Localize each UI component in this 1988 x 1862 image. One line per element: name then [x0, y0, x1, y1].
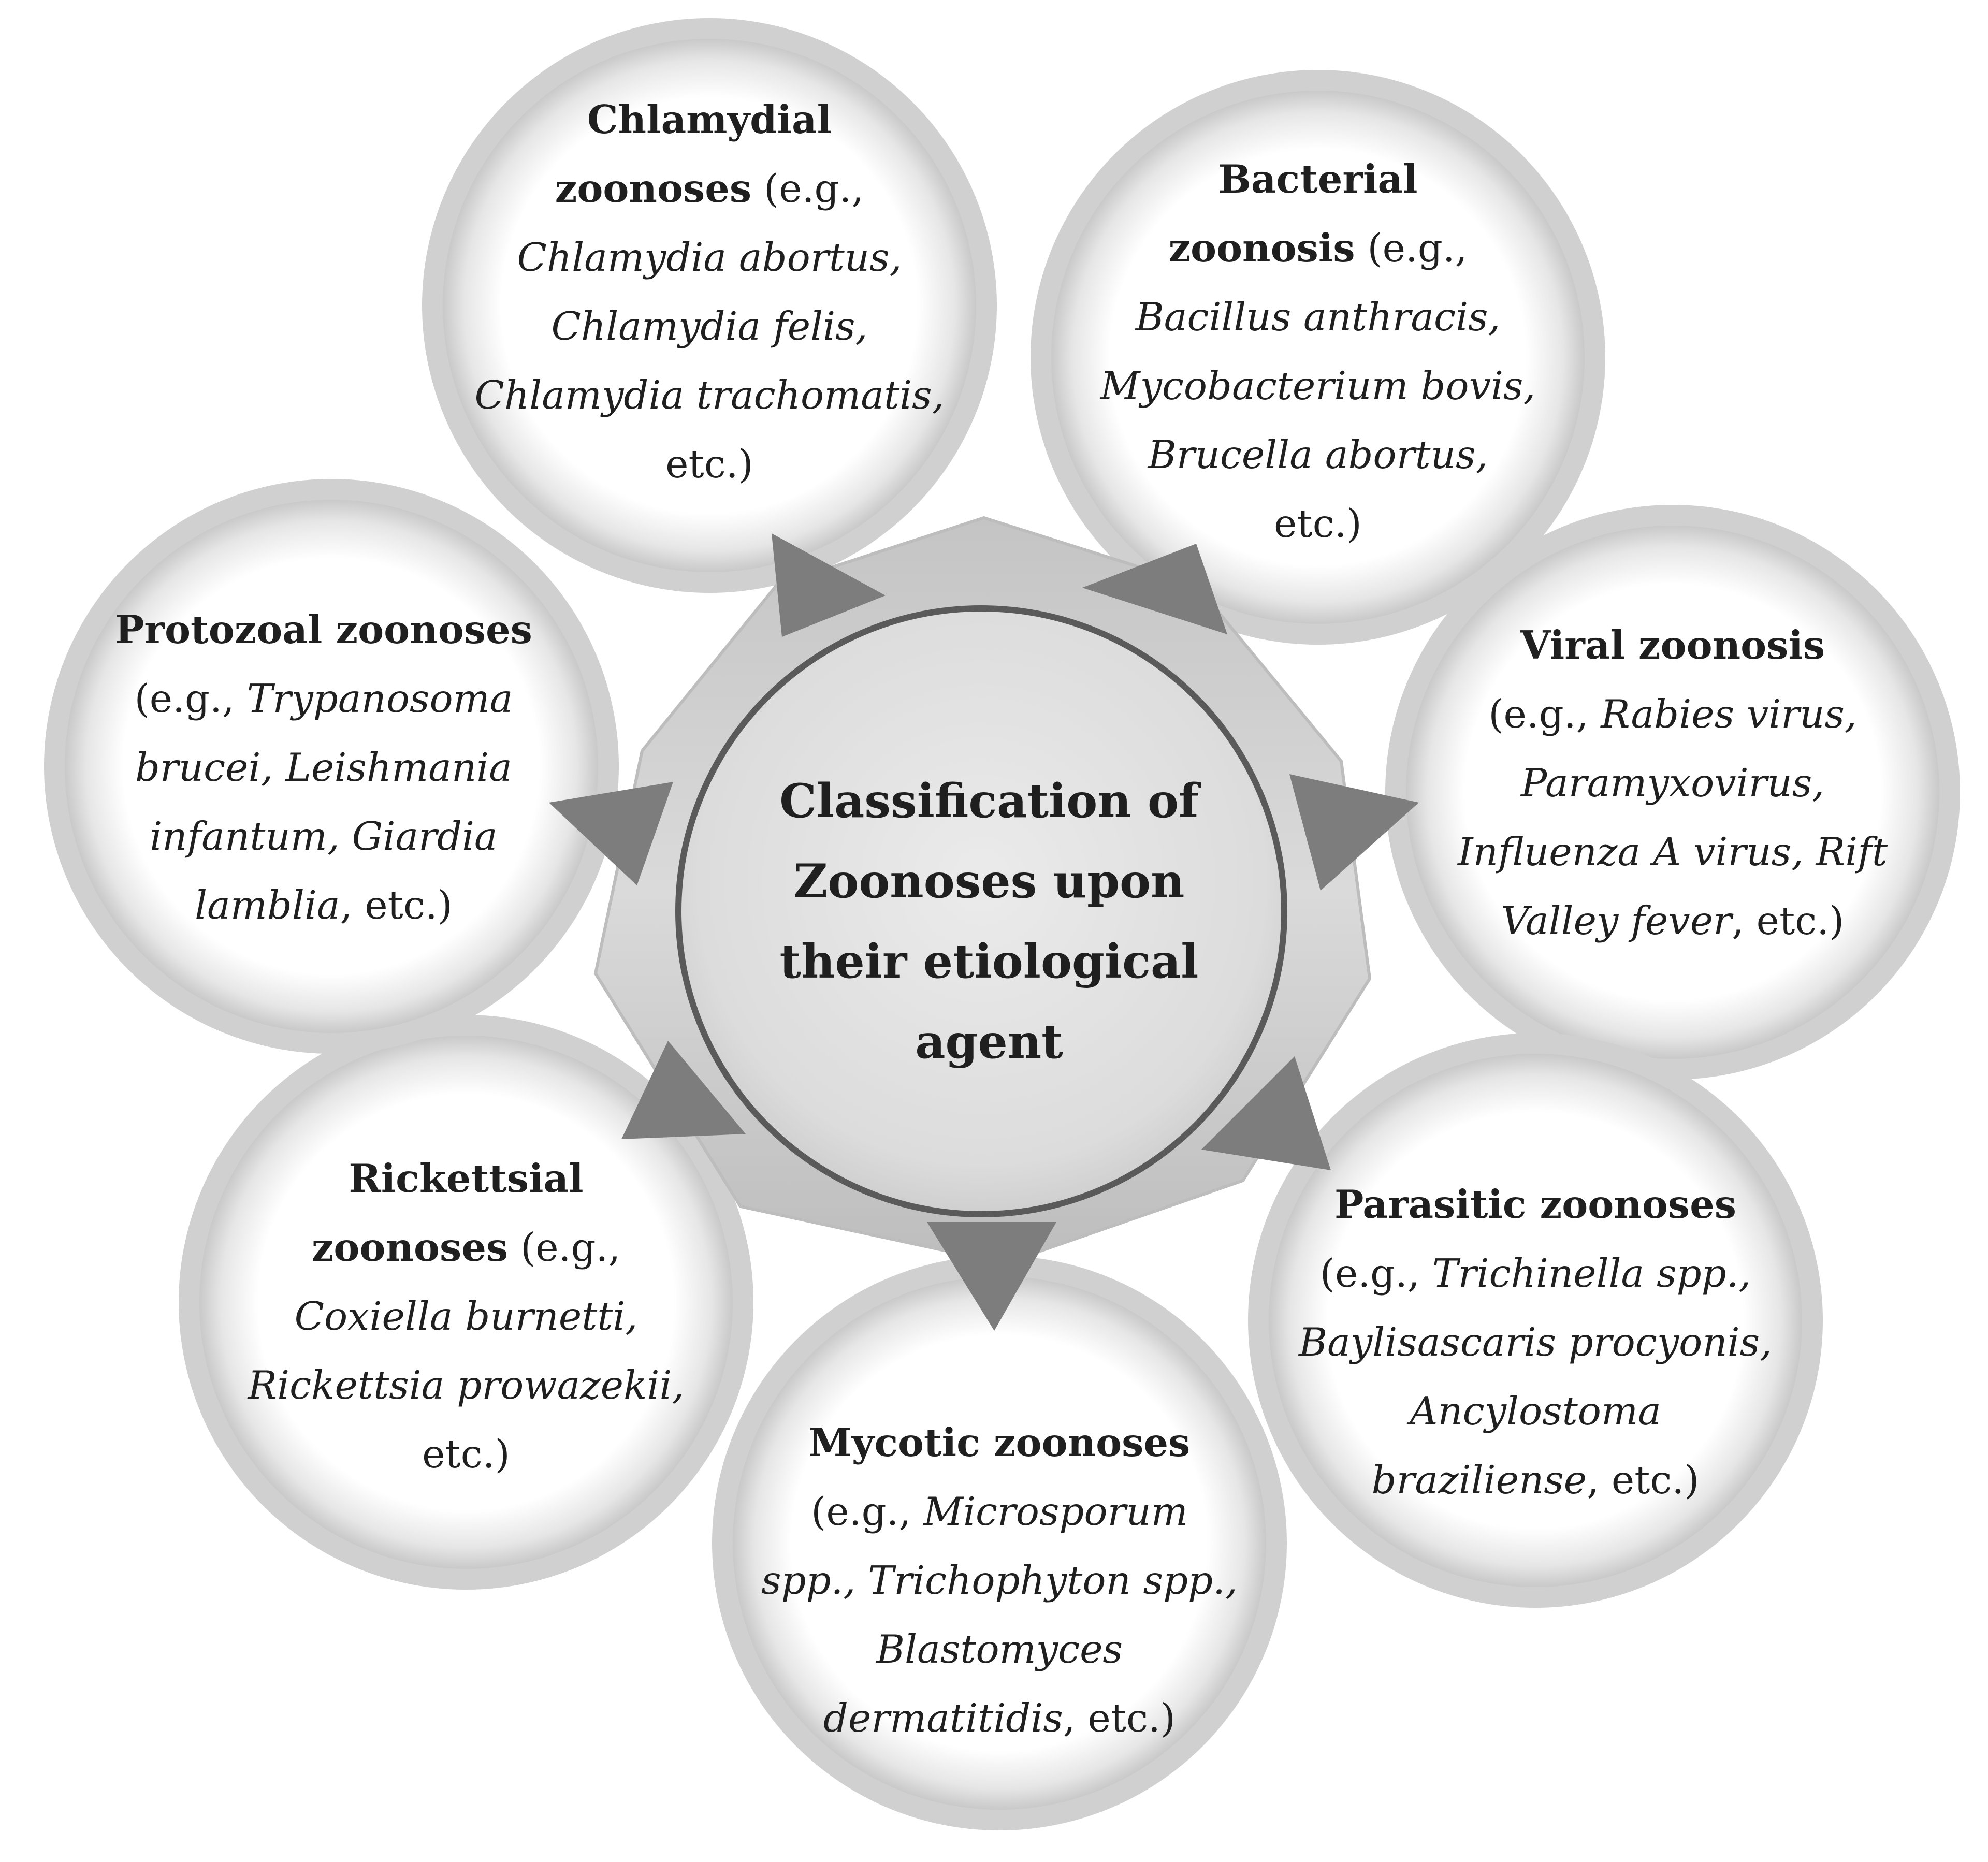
bacterial-heading: Bacterial: [1218, 156, 1418, 202]
parasitic-text: Parasitic zoonoses (e.g., Trichinella sp…: [1266, 1170, 1805, 1515]
chlamydial-etc: etc.): [665, 441, 753, 487]
chlamydial-example: Chlamydia trachomatis,: [474, 372, 945, 418]
parasitic-line: (e.g., Trichinella spp.,: [1319, 1250, 1751, 1296]
mycotic-text: Mycotic zoonoses (e.g., Microsporum spp.…: [730, 1408, 1269, 1753]
mycotic-line: dermatitidis, etc.): [823, 1695, 1176, 1741]
viral-example: Influenza A virus, Rift: [1457, 829, 1888, 875]
viral-line: Valley fever, etc.): [1501, 898, 1845, 943]
rickettsial-text: Rickettsial zoonoses (e.g., Coxiella bur…: [202, 1144, 730, 1489]
arrow-to-protozoal: [549, 782, 673, 885]
bubble-protozoal: [44, 479, 619, 1054]
protozoal-heading: Protozoal zoonoses: [115, 607, 532, 652]
protozoal-line: (e.g., Trypanosoma: [134, 676, 513, 721]
mycotic-heading: Mycotic zoonoses: [808, 1420, 1191, 1465]
parasitic-heading: Parasitic zoonoses: [1334, 1182, 1737, 1227]
rickettsial-example: Coxiella burnetti,: [294, 1293, 638, 1339]
bubble-bacterial: [1031, 70, 1605, 645]
arrow-to-rickettsial: [621, 1041, 746, 1139]
rickettsial-example: Rickettsia prowazekii,: [248, 1362, 685, 1408]
parasitic-line: braziliense, etc.): [1371, 1457, 1700, 1503]
bacterial-text: Bacterial zoonosis (e.g., Bacillus anthr…: [1059, 145, 1577, 558]
viral-example: Paramyxovirus,: [1520, 760, 1825, 806]
center-title-line: Zoonoses upon: [793, 854, 1185, 909]
bacterial-etc: etc.): [1274, 501, 1362, 546]
arrow-to-chlamydial: [772, 533, 886, 637]
arrow-to-bacterial: [1082, 544, 1227, 634]
protozoal-line: lamblia, etc.): [195, 882, 453, 928]
mycotic-line: (e.g., Microsporum: [811, 1489, 1188, 1534]
chlamydial-heading: Chlamydial: [587, 97, 832, 142]
bubble-parasitic: [1248, 1033, 1823, 1608]
arrow-to-mycotic: [927, 1222, 1056, 1331]
bacterial-example: Mycobacterium bovis,: [1100, 363, 1536, 409]
rickettsial-etc: etc.): [422, 1431, 510, 1477]
bacterial-example: Brucella abortus,: [1148, 432, 1488, 477]
center-title: Classification of Zoonoses upon their et…: [730, 761, 1248, 1082]
viral-text: Viral zoonosis (e.g., Rabies virus, Para…: [1409, 611, 1937, 955]
rickettsial-heading: Rickettsial: [349, 1156, 584, 1201]
center-title-line: agent: [915, 1014, 1063, 1069]
bubble-chlamydial: [422, 18, 997, 593]
center-title-line: their etiological: [779, 934, 1199, 989]
center-title-line: Classification of: [779, 774, 1199, 828]
chlamydial-example: Chlamydia abortus,: [517, 235, 902, 280]
parasitic-example: Baylisascaris procyonis,: [1299, 1319, 1772, 1365]
bubble-mycotic: [712, 1256, 1287, 1830]
rickettsial-heading-line2: zoonoses (e.g.,: [311, 1225, 621, 1270]
viral-heading: Viral zoonosis: [1520, 622, 1825, 668]
bacterial-heading-line2: zoonosis (e.g.,: [1168, 225, 1468, 271]
arrow-to-viral: [1289, 774, 1419, 891]
protozoal-example: infantum, Giardia: [150, 813, 498, 859]
arrow-to-parasitic: [1201, 1056, 1331, 1170]
protozoal-example: brucei, Leishmania: [135, 745, 513, 790]
center-circle: [675, 605, 1287, 1217]
chlamydial-example: Chlamydia felis,: [551, 303, 868, 349]
chlamydial-text: Chlamydial zoonoses (e.g., Chlamydia abo…: [451, 85, 968, 499]
protozoal-text: Protozoal zoonoses (e.g., Trypanosoma br…: [65, 595, 583, 940]
parasitic-example: Ancylostoma: [1410, 1388, 1661, 1434]
bacterial-example: Bacillus anthracis,: [1135, 294, 1501, 340]
mycotic-example: spp., Trichophyton spp.,: [761, 1558, 1238, 1603]
bubble-rickettsial: [179, 1015, 753, 1590]
viral-line: (e.g., Rabies virus,: [1488, 691, 1857, 737]
bubble-viral: [1385, 505, 1960, 1080]
chlamydial-heading-line2: zoonoses (e.g.,: [555, 166, 864, 211]
mycotic-example: Blastomyces: [876, 1626, 1123, 1672]
